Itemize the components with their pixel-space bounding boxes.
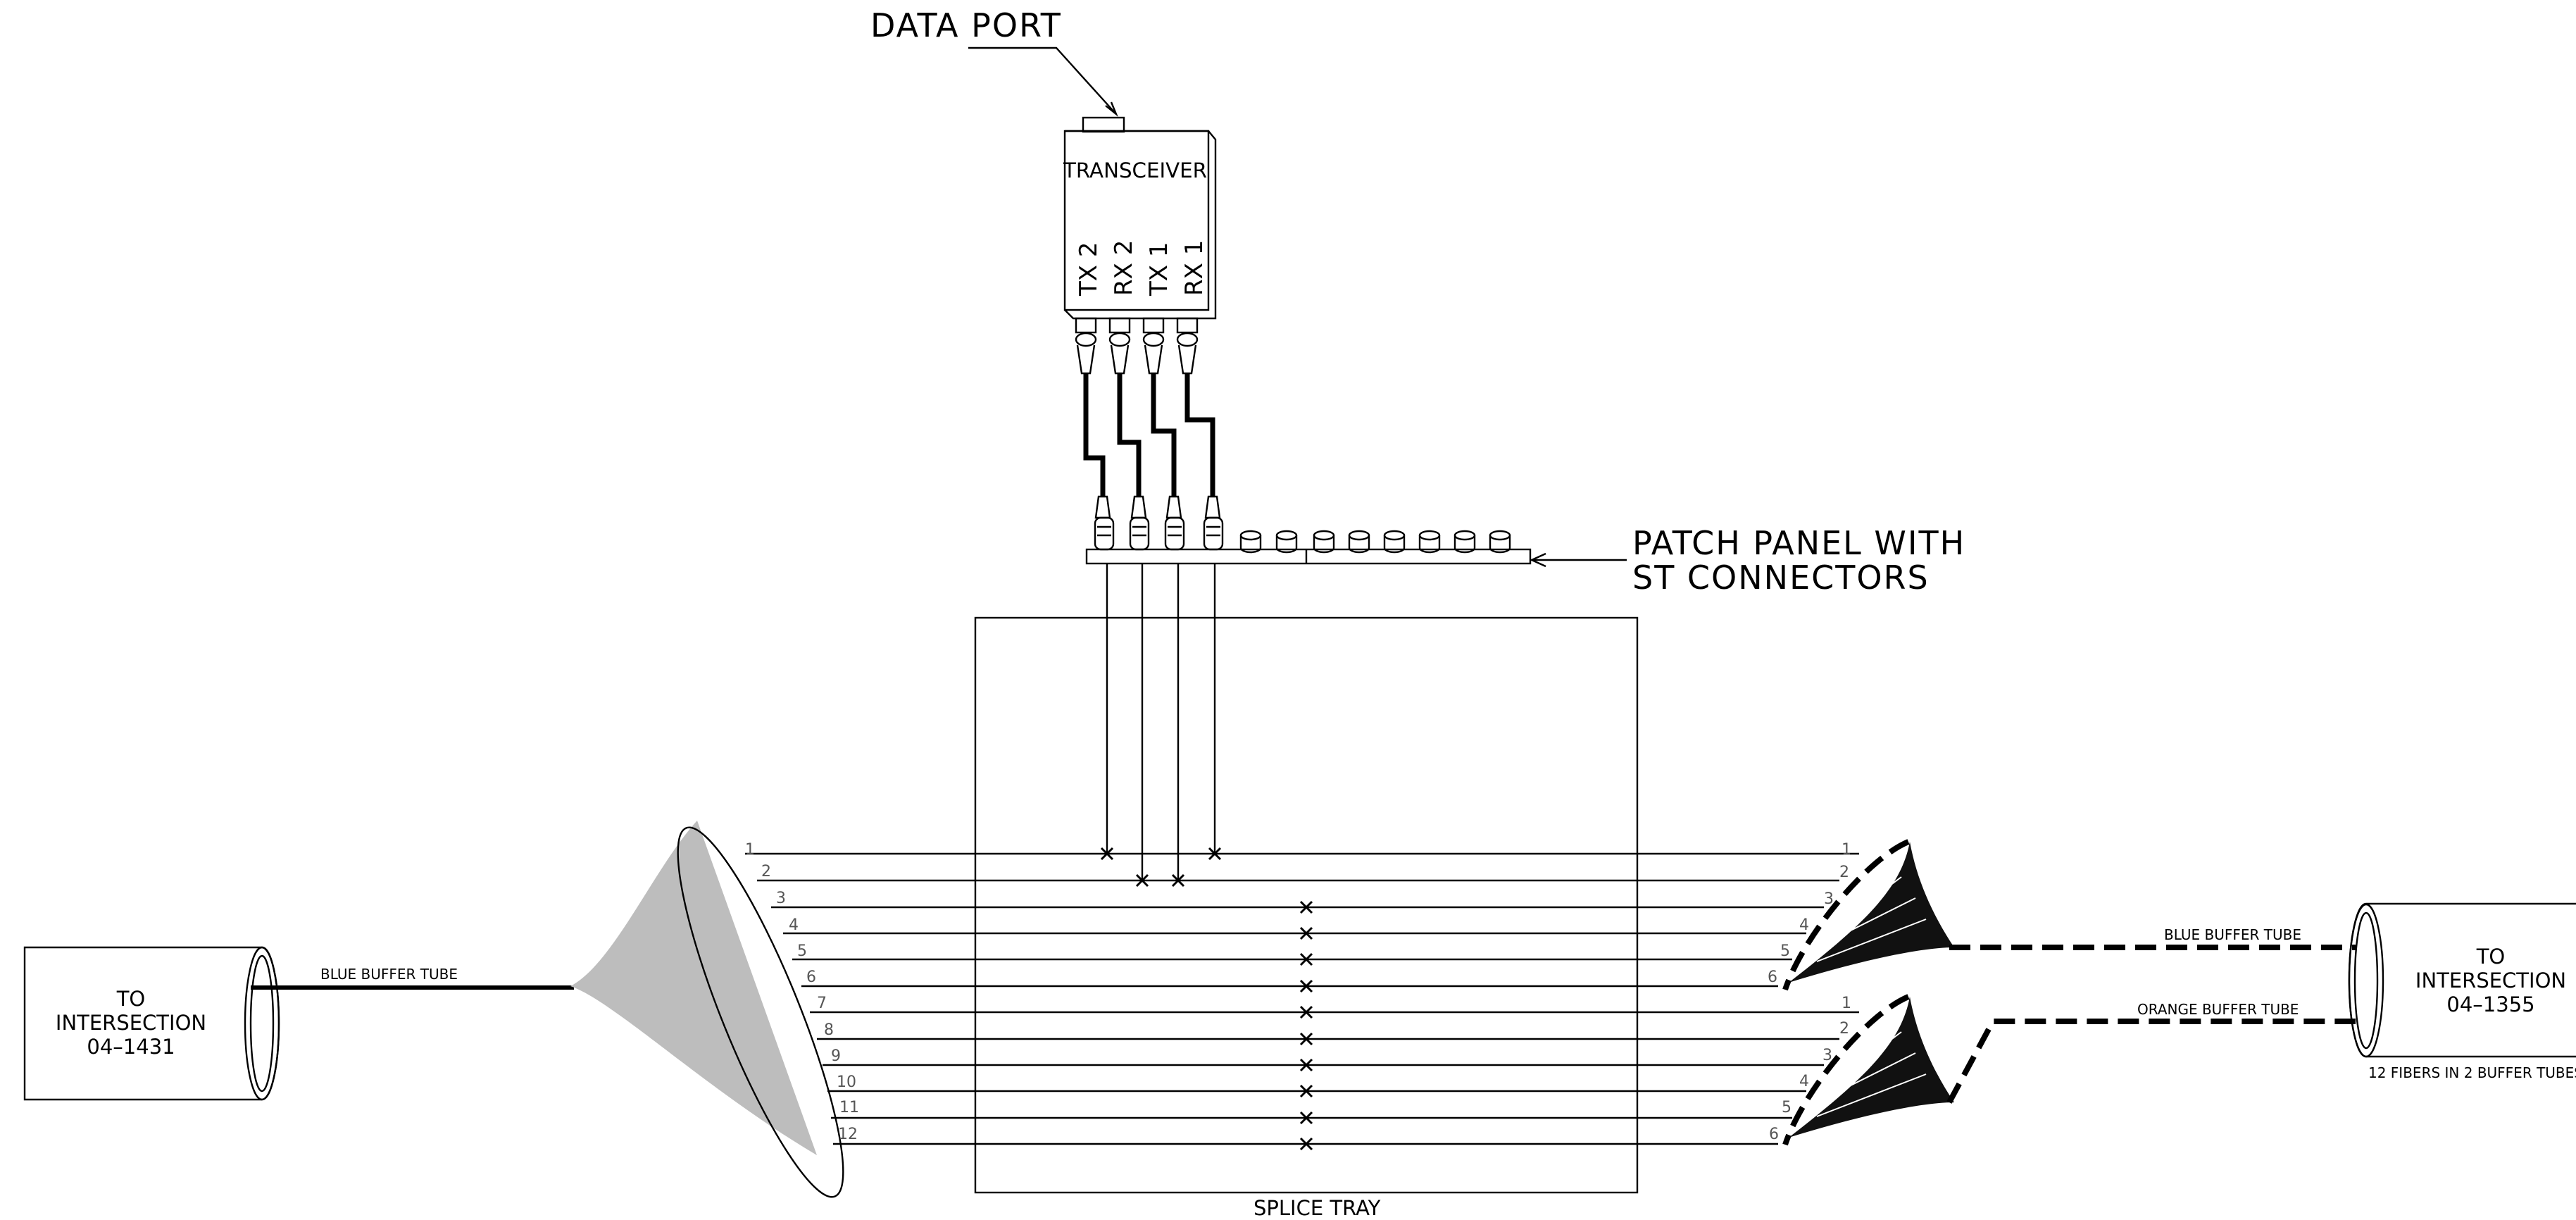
fiber-number: 4 [1799, 1073, 1809, 1090]
right-blue-buffer-tube-label: BLUE BUFFER TUBE [2164, 926, 2301, 943]
fiber-number: 1 [1842, 841, 1851, 859]
empty-port [1383, 530, 1406, 554]
right-orange-buffer-tube [1946, 1019, 2356, 1104]
fiber-number: 11 [839, 1099, 859, 1116]
fiber-number: 6 [1769, 1126, 1779, 1143]
empty-port [1453, 530, 1476, 554]
fiber-number: 1 [745, 841, 755, 859]
fiber-number: 3 [776, 890, 786, 907]
fibers-note: 12 FIBERS IN 2 BUFFER TUBES [2368, 1064, 2576, 1081]
fiber-number: 9 [831, 1047, 841, 1065]
splice-tray [974, 616, 1639, 1194]
fiber-number: 5 [797, 942, 807, 960]
fiber-number: 7 [817, 995, 827, 1012]
patch-panel [1085, 495, 1532, 565]
right-fanout-orange [1782, 994, 1954, 1146]
left-blue-buffer-tube-label: BLUE BUFFER TUBE [320, 966, 458, 983]
fiber-lines [745, 852, 1859, 1145]
transceiver: TRANSCEIVER TX 2 RX 2 TX 1 RX 1 [1063, 116, 1217, 320]
fanout-opening [677, 826, 844, 1198]
empty-port [1418, 530, 1441, 554]
data-port-arrowhead [1105, 101, 1118, 117]
splice-marker [1208, 847, 1222, 861]
left-cable-label-line2: INTERSECTION [56, 1011, 206, 1035]
splice-marker [1171, 873, 1185, 888]
splice-marker [1135, 873, 1149, 888]
orange-buffer-tube-label: ORANGE BUFFER TUBE [2137, 1001, 2299, 1018]
splice-marker [1100, 847, 1114, 861]
transceiver-connector-rx1 [1176, 317, 1199, 375]
fiber-number: 5 [1782, 1099, 1792, 1116]
st-connector-2 [1129, 495, 1150, 551]
port-label-tx1: TX 1 [1145, 242, 1173, 297]
splice-marker [1299, 952, 1313, 966]
right-cable-label-line2: INTERSECTION [2415, 969, 2566, 992]
st-connector-3 [1164, 495, 1185, 551]
splice-marker [1299, 1032, 1313, 1046]
fiber-number: 12 [838, 1126, 858, 1143]
splice-markers [1100, 847, 1313, 1151]
left-cable: TO INTERSECTION 04–1431 [23, 946, 280, 1101]
fiber-number: 4 [789, 916, 799, 934]
fiber-number: 8 [824, 1021, 834, 1039]
patch-panel-arrowhead [1530, 552, 1546, 568]
pigtail-drops [1106, 564, 1216, 880]
transceiver-connector-tx2 [1075, 317, 1097, 375]
data-port-connector [1082, 116, 1125, 133]
empty-port [1489, 530, 1511, 554]
fiber-number: 6 [806, 969, 816, 986]
transceiver-connector-rx2 [1108, 317, 1131, 375]
port-label-rx2: RX 2 [1110, 240, 1138, 296]
patch-panel-label-line1: PATCH PANEL WITH [1632, 524, 1965, 562]
data-port-leader [968, 46, 1117, 115]
splice-marker [1299, 926, 1313, 940]
splice-marker [1299, 979, 1313, 993]
empty-port [1275, 530, 1298, 554]
fiber-number: 5 [1780, 942, 1790, 960]
fiber-number: 2 [1839, 1020, 1849, 1038]
splice-marker [1299, 1111, 1313, 1125]
splice-marker [1299, 1137, 1313, 1151]
right-cable-label-line3: 04–1355 [2446, 992, 2534, 1016]
splice-marker [1299, 900, 1313, 914]
empty-ports [1239, 530, 1511, 554]
port-label-rx1: RX 1 [1180, 240, 1208, 296]
left-cable-label-line3: 04–1431 [87, 1035, 175, 1059]
right-fiber-numbers-blue: 1 2 3 4 5 6 [1768, 841, 1851, 986]
empty-port [1348, 530, 1370, 554]
fiber-number: 4 [1799, 916, 1809, 934]
empty-port [1239, 530, 1262, 554]
st-connector-1 [1094, 495, 1115, 551]
transceiver-connectors [1075, 317, 1199, 375]
splice-marker [1299, 1005, 1313, 1019]
splice-tray-label: SPLICE TRAY [1253, 1196, 1381, 1220]
right-fiber-numbers-orange: 1 2 3 4 5 6 [1769, 995, 1851, 1143]
left-fiber-numbers: 1 2 3 4 5 6 7 8 9 10 11 12 [745, 841, 859, 1143]
fanout-cone [570, 821, 817, 1155]
fiber-number: 10 [837, 1073, 856, 1091]
patch-panel-label-line2: ST CONNECTORS [1632, 559, 1930, 597]
splice-marker [1299, 1084, 1313, 1098]
fiber-number: 3 [1822, 1047, 1832, 1064]
left-cable-label-line1: TO [116, 987, 146, 1011]
port-label-tx2: TX 2 [1075, 242, 1103, 297]
fiber-number: 6 [1768, 969, 1777, 986]
fiber-number: 1 [1842, 995, 1851, 1012]
data-port-label: DATA PORT [870, 6, 1062, 44]
fiber-number: 3 [1824, 890, 1834, 908]
st-connector-4 [1203, 495, 1224, 551]
fiber-number: 2 [1839, 864, 1849, 881]
empty-port [1313, 530, 1335, 554]
transceiver-connector-tx1 [1142, 317, 1165, 375]
splice-marker [1299, 1058, 1313, 1072]
patch-cords [1083, 373, 1215, 497]
right-fanout-blue [1782, 839, 1954, 991]
right-cable: TO INTERSECTION 04–1355 [2348, 902, 2576, 1058]
fiber-number: 2 [761, 863, 771, 880]
transceiver-label: TRANSCEIVER [1063, 158, 1207, 182]
right-cable-label-line1: TO [2476, 945, 2506, 969]
